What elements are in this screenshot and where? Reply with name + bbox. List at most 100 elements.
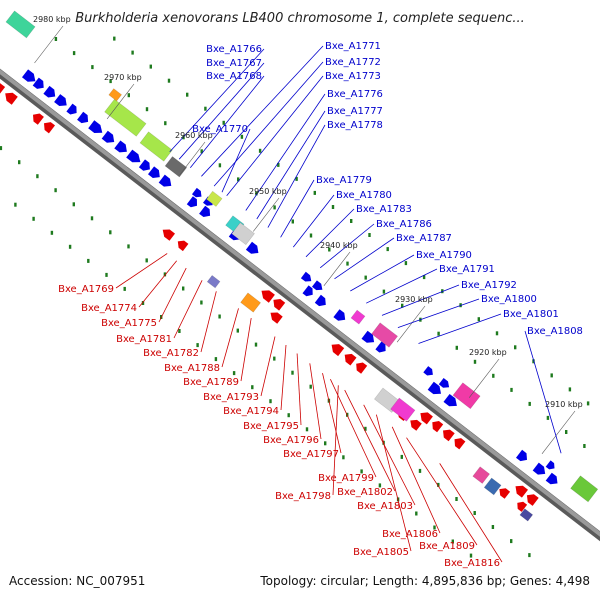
reverse-gene-label: Bxe_A1803 [357, 501, 413, 512]
gc-dot [237, 177, 240, 182]
reverse-cds-arrow [44, 122, 55, 134]
kbp-tick-label: 2910 kbp [545, 400, 583, 409]
function-block [104, 98, 147, 137]
gc-dot [14, 202, 17, 207]
reverse-cds-arrow [410, 419, 422, 431]
forward-label-leader [280, 179, 315, 238]
forward-cds-arrow [43, 85, 56, 98]
gc-dot [568, 387, 572, 392]
reverse-label-leader [439, 463, 503, 563]
gc-dot [87, 258, 90, 263]
accession-text: Accession: NC_007951 [9, 574, 146, 588]
gc-dot [178, 329, 181, 333]
gc-dot [240, 134, 244, 139]
forward-gene-label: Bxe_A1770 [192, 124, 248, 135]
reverse-cds-arrow [443, 429, 455, 442]
function-block [519, 508, 534, 522]
forward-label-leader [178, 62, 265, 160]
forward-cds-arrow [427, 381, 441, 395]
gc-dot [291, 370, 294, 375]
kbp-tick-mark [323, 251, 351, 286]
forward-cds-arrow [361, 330, 375, 343]
forward-gene-label: Bxe_A1791 [439, 264, 495, 275]
reverse-label-leader [330, 379, 377, 478]
forward-label-leader [189, 75, 265, 169]
reverse-cds-arrow [261, 290, 275, 303]
forward-label-leader [350, 254, 415, 292]
gc-dot [109, 79, 112, 84]
gc-dot [141, 301, 145, 305]
gc-dot [378, 483, 382, 488]
reverse-gene-label: Bxe_A1774 [81, 303, 137, 314]
reverse-gene-label: Bxe_A1781 [116, 334, 172, 345]
gc-dot [331, 205, 335, 209]
reverse-cds-arrow [454, 438, 466, 450]
gc-dot [72, 202, 75, 207]
kbp-tick-label: 2970 kbp [104, 73, 142, 82]
gc-dot [415, 511, 418, 516]
reverse-label-leader [309, 363, 322, 440]
reverse-cds-arrow [331, 344, 345, 357]
forward-label-leader [292, 194, 335, 248]
function-block [371, 322, 399, 348]
forward-cds-arrow [245, 241, 259, 254]
reverse-label-leader [344, 389, 396, 492]
gc-dot [273, 205, 276, 210]
reverse-label-leader [260, 336, 276, 397]
gc-dot [364, 275, 367, 280]
function-block [390, 397, 416, 422]
reverse-label-leader [173, 280, 203, 339]
forward-gene-label: Bxe_A1772 [325, 57, 381, 68]
reverse-label-leader [115, 253, 168, 289]
forward-label-leader [305, 208, 355, 258]
forward-cds-arrow [88, 120, 103, 133]
gc-dot [305, 427, 309, 432]
gc-dot [68, 244, 72, 249]
gc-dot [72, 51, 76, 56]
forward-label-leader [245, 93, 326, 211]
reverse-gene-label: Bxe_A1769 [58, 284, 114, 295]
gc-dot [251, 385, 254, 390]
gc-dot [18, 160, 21, 165]
gc-dot [350, 219, 353, 223]
forward-cds-arrow [545, 460, 555, 470]
reverse-label-leader [406, 437, 478, 546]
gc-dot [269, 399, 272, 404]
gc-dot [386, 247, 389, 252]
gc-dot [586, 401, 590, 406]
reverse-label-leader [138, 260, 178, 308]
gc-dot [451, 539, 454, 544]
forward-cds-arrow [516, 449, 527, 462]
features-layer [0, 10, 599, 522]
kbp-tick-mark [396, 305, 426, 343]
gc-dot [32, 216, 35, 221]
forward-gene-label: Bxe_A1783 [356, 204, 412, 215]
forward-cds-arrow [302, 285, 313, 297]
gc-dot [127, 93, 130, 98]
gc-dot [532, 359, 535, 364]
forward-cds-arrow [22, 69, 36, 82]
gc-dot [258, 148, 262, 153]
function-block [240, 292, 262, 313]
forward-cds-arrow [333, 309, 346, 321]
reverse-label-leader [240, 318, 252, 382]
reverse-gene-label: Bxe_A1797 [283, 449, 339, 460]
forward-gene-label: Bxe_A1773 [325, 71, 381, 82]
function-block [206, 190, 223, 207]
gc-dot [218, 314, 221, 319]
reverse-gene-label: Bxe_A1782 [143, 348, 199, 359]
kbp-tick-label: 2940 kbp [320, 241, 358, 250]
kbp-tick-mark [34, 25, 64, 64]
gc-dot [54, 188, 57, 193]
reverse-cds-arrow [515, 485, 528, 498]
gc-dot [368, 233, 371, 237]
forward-cds-arrow [423, 366, 433, 376]
reverse-cds-arrow [0, 83, 6, 94]
gc-dot [182, 286, 185, 291]
function-block [206, 274, 221, 289]
forward-cds-arrow [199, 205, 211, 217]
reverse-gene-label: Bxe_A1775 [101, 318, 157, 329]
function-block [350, 309, 366, 325]
gc-dot [109, 230, 112, 235]
gc-dot [145, 107, 149, 112]
